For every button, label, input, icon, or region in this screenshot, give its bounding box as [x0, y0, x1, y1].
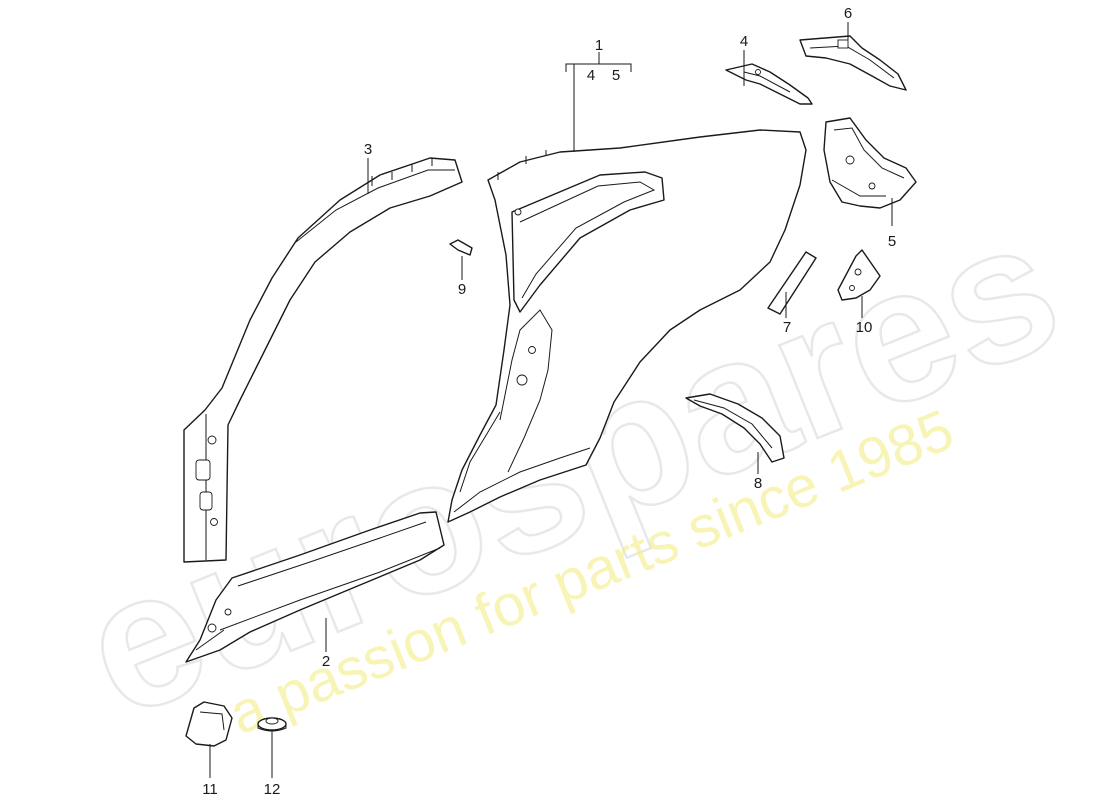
callout-7: 7	[783, 319, 791, 336]
leader-lines	[209, 22, 893, 778]
callout-labels: 1 4 5 2 3 4 5 6 7 8 9 10 11 12	[202, 5, 896, 798]
part-bracket-10[interactable]	[837, 249, 881, 301]
part-bracket-4[interactable]	[725, 63, 813, 105]
part-grommet-12[interactable]	[257, 717, 287, 732]
callout-3: 3	[364, 141, 372, 158]
callout-6: 6	[844, 5, 852, 22]
callout-9: 9	[458, 281, 466, 298]
part-bracket-5[interactable]	[823, 117, 917, 209]
part-trim-8[interactable]	[685, 393, 785, 463]
callout-4: 4	[740, 33, 748, 50]
part-side-panel[interactable]	[447, 129, 807, 523]
part-clip-9[interactable]	[449, 239, 473, 256]
callout-1: 1	[595, 37, 603, 54]
callout-10: 10	[856, 319, 873, 336]
callout-2: 2	[322, 653, 330, 670]
part-cover-11[interactable]	[185, 701, 233, 747]
callout-1-sub-4: 4	[587, 67, 595, 84]
callout-1-sub-5: 5	[612, 67, 620, 84]
callout-12: 12	[264, 781, 281, 798]
callout-8: 8	[754, 475, 762, 492]
part-a-pillar[interactable]	[183, 157, 463, 563]
callout-5: 5	[888, 233, 896, 250]
part-bracket-6[interactable]	[799, 35, 907, 91]
callout-11: 11	[202, 781, 218, 798]
part-strip-7[interactable]	[767, 251, 817, 315]
part-sill[interactable]	[185, 511, 445, 663]
